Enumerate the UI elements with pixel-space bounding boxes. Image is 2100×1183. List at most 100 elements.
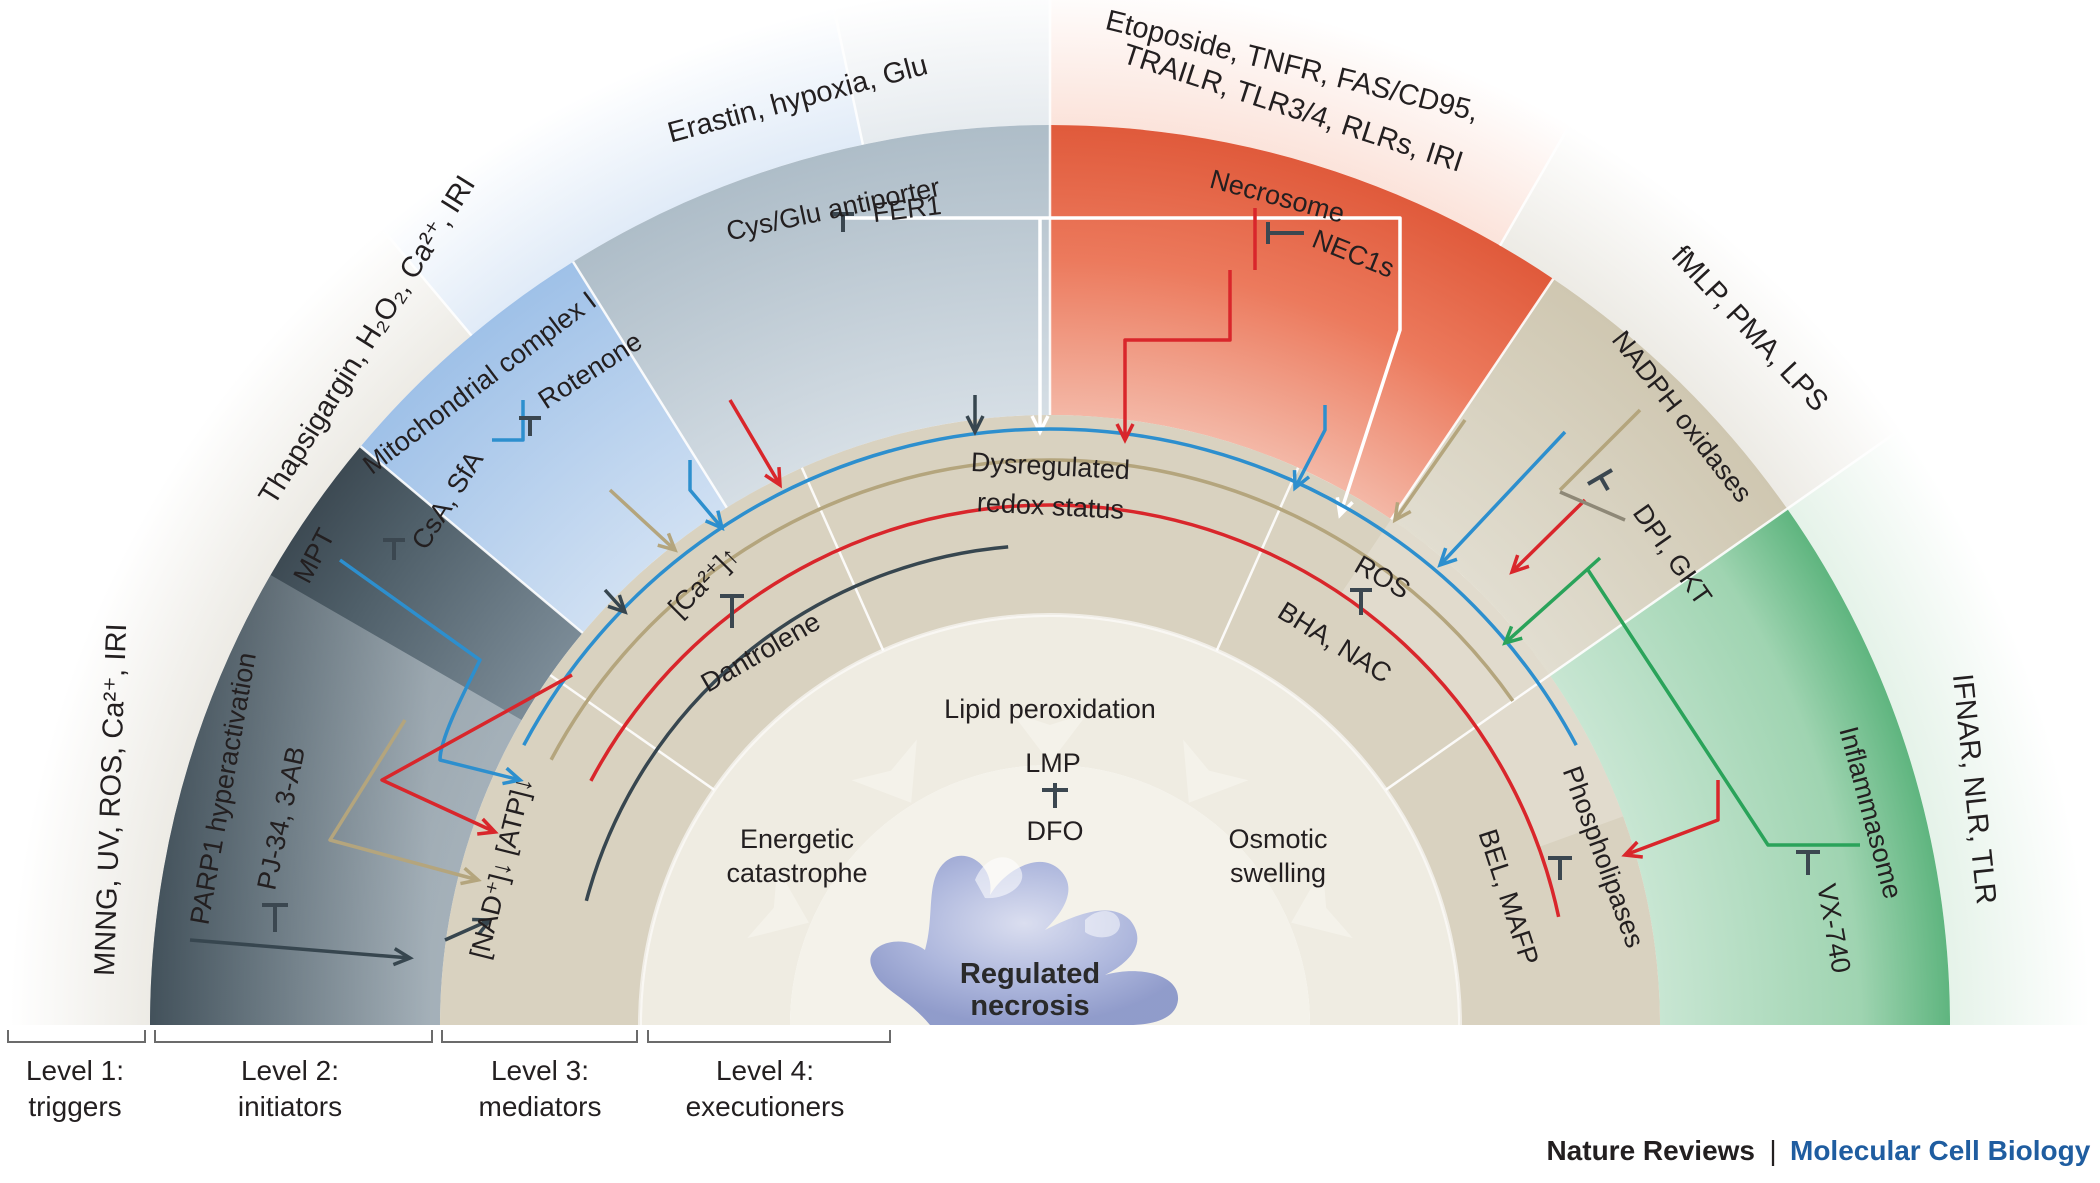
arrow-mito-blue-arc [522,427,1578,747]
trigger-band-fer [832,0,1050,145]
arrow-red-to-ros [1510,498,1587,574]
separator-line [1498,71,1602,247]
arrow-necrosome-red-arc [589,503,1561,918]
journal-branding: Nature Reviews|Molecular Cell Biology [1546,1135,2090,1166]
arrow-head [1392,502,1412,524]
ring-sectors [0,0,2100,1025]
mediator-band [440,415,1660,1025]
inhibitor-dfo [1042,783,1068,808]
arrow-tan-to-nad [328,719,479,882]
arrow-dark-to-ca [603,588,627,614]
arrow-green-to-ros [1503,556,1602,645]
trigger-band-nec [1050,0,1600,246]
inhibitor-pj34 [262,903,288,932]
arrow-inflammasome-stem [1586,569,1860,847]
initiator-sector-nox [1391,278,1788,676]
inhibitor-csa [383,538,405,560]
level-4-label-line2: executioners [686,1091,845,1122]
inhibitor-dantrolene [720,594,744,628]
arrow-head [657,532,678,553]
level-bracket [647,1030,891,1043]
arrow-red-to-ca [728,399,782,486]
executioner-band [640,615,1460,1025]
separator-line [572,261,728,509]
executioner-label-lmp: LMP [1025,748,1081,778]
arrow-tan-to-ros [1393,418,1467,522]
pathway-arrows [189,208,1860,967]
initiator-sector-nec [1050,125,1554,520]
inhibitor-dpi [1586,468,1614,491]
executioner-label-energetic-1: Energetic [740,824,854,854]
arrow-head [965,415,985,436]
brand-section: Molecular Cell Biology [1790,1135,2091,1166]
arrow-blue-to-ros-2 [1293,405,1327,489]
level-4-label-line1: Level 4: [716,1055,814,1086]
separator-line [1390,278,1555,520]
initiator-sector-fer [573,125,1050,508]
separator-line [1385,674,1551,791]
level-bracket [154,1030,433,1043]
arrow-head [1030,415,1050,436]
inhibitor-bel [1548,856,1572,880]
level-3-label-line1: Level 3: [491,1055,589,1086]
arrow-head [502,766,524,786]
initiator-sector-parp-shade [150,575,522,1025]
level-1-label-line1: Level 1: [26,1055,124,1086]
level-3-label-line2: mediators [479,1091,602,1122]
arrow-parp-to-nad [189,938,411,960]
level-2-label-line1: Level 2: [241,1055,339,1086]
trigger-band-parp [0,182,472,1025]
executioner-label-dfo: DFO [1027,816,1084,846]
initiator-sector-infl [1549,508,1950,1025]
executioner-label-osmotic-2: swelling [1230,858,1326,888]
arrow-red-to-nad [380,673,573,834]
executioner-chevron [1183,739,1249,803]
arrow-head [1509,554,1530,575]
executioner-label-energetic-2: catastrophe [726,858,867,888]
trigger-band-mito [342,0,863,336]
level-bracket [441,1030,638,1043]
executioner-label-osmotic-1: Osmotic [1228,824,1327,854]
arrow-rotenone-stub [492,400,525,442]
separator-line [800,467,885,651]
ring-separators [341,0,1952,1025]
level-2-label-line2: initiators [238,1091,342,1122]
separator-line [359,445,584,634]
separator-line [549,674,715,791]
arrow-red-to-redox [1123,270,1232,440]
level-bracket [7,1030,146,1043]
inhibitor-fer1 [832,212,854,232]
executioner-chevron [1291,867,1353,939]
mediator-ros-halo [1340,519,1624,848]
separator-line [1215,467,1300,651]
arrow-head [1437,547,1458,568]
arrow-blue-to-ca [688,460,724,530]
arrow-head [704,510,725,531]
separator-line [1548,507,1788,677]
level-legend: Level 1: triggers Level 2: initiators Level … [7,1030,891,1122]
separator-line [341,181,473,337]
separator-line [1786,393,1952,510]
arrow-tan-to-ca [608,488,677,552]
arrow-head [1621,840,1643,859]
level-1-label-line2: triggers [28,1091,121,1122]
inhibitor-bha [1350,588,1372,615]
arrow-head [392,947,414,967]
arrow-head [1115,423,1135,444]
executioner-chevron [747,867,809,939]
trigger-band-nox [1500,72,1952,509]
arrow-head [477,817,499,836]
arrow-dark-to-atp [444,918,491,942]
center-label-line2: necrosis [970,990,1089,1022]
arrow-head [460,866,482,886]
executioner-chevron [851,739,917,803]
arrow-nadph-tan-arc [549,458,1515,761]
brand-journal: Nature Reviews [1546,1135,1755,1166]
arrow-blue-to-atp [338,558,521,782]
trigger-band-infl [1787,394,2100,1025]
inhibitor-rotenone [519,416,541,436]
inhibitor-vx740 [1796,850,1820,875]
